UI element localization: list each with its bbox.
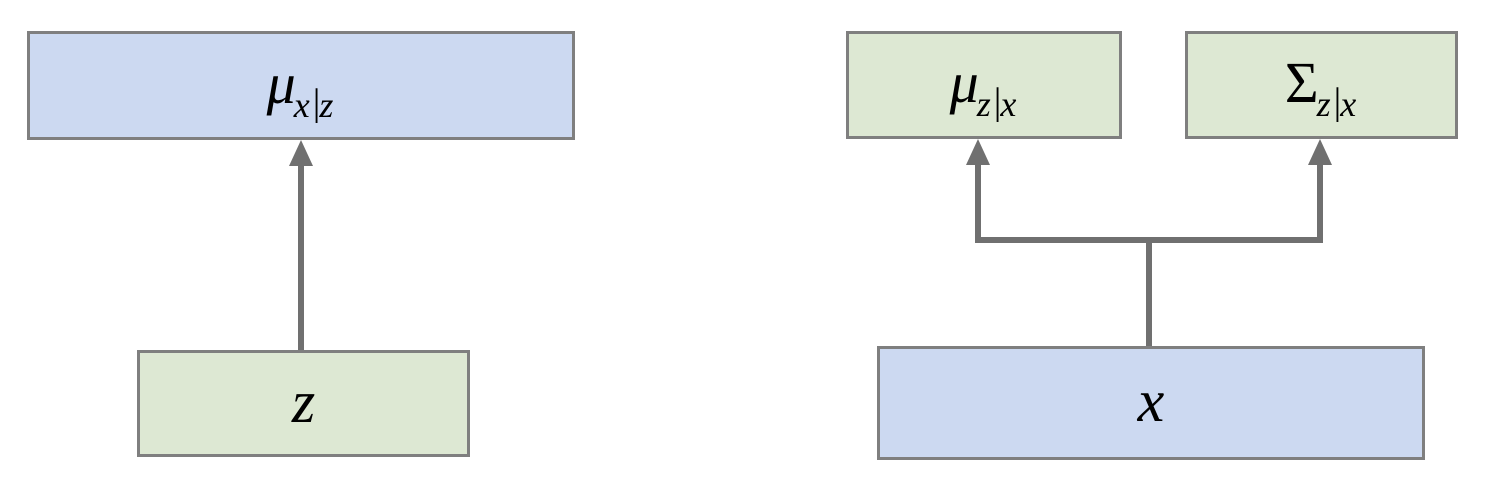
label-conditional-bar: |	[1333, 81, 1342, 123]
label-base: x	[1137, 368, 1165, 434]
arrow-head	[289, 140, 313, 166]
label-subscript-2: z	[319, 84, 334, 125]
arrow-x-to-encoder-outputs	[966, 139, 1332, 346]
label-subscript-1: x	[293, 84, 310, 125]
label-base: μ	[266, 50, 296, 116]
node-z[interactable]: z	[137, 350, 470, 457]
node-label-z: z	[292, 372, 315, 432]
label-conditional-bar: |	[993, 81, 1002, 123]
node-label-sigma-z-given-x: Σz|x	[1285, 54, 1358, 123]
node-label-mu-x-given-z: μx|z	[267, 54, 336, 123]
label-conditional-bar: |	[312, 81, 321, 124]
node-x[interactable]: x	[877, 346, 1425, 460]
label-subscript-2: x	[1340, 84, 1357, 124]
node-mu-x-given-z[interactable]: μx|z	[27, 31, 575, 140]
node-sigma-z-given-x[interactable]: Σz|x	[1185, 31, 1458, 139]
label-subscript-2: x	[1000, 84, 1017, 124]
arrow-head-left	[966, 139, 990, 165]
label-base: μ	[949, 50, 979, 115]
node-label-x: x	[1138, 371, 1165, 431]
node-label-mu-z-given-x: μz|x	[950, 54, 1019, 123]
arrow-z-to-mu-x-given-z	[289, 140, 313, 350]
label-subscript-1: z	[1316, 84, 1331, 124]
arrow-head-right	[1308, 139, 1332, 165]
label-base: Σ	[1284, 50, 1319, 115]
node-mu-z-given-x[interactable]: μz|x	[846, 31, 1122, 139]
label-subscript-1: z	[976, 84, 991, 124]
label-base: z	[291, 368, 316, 435]
